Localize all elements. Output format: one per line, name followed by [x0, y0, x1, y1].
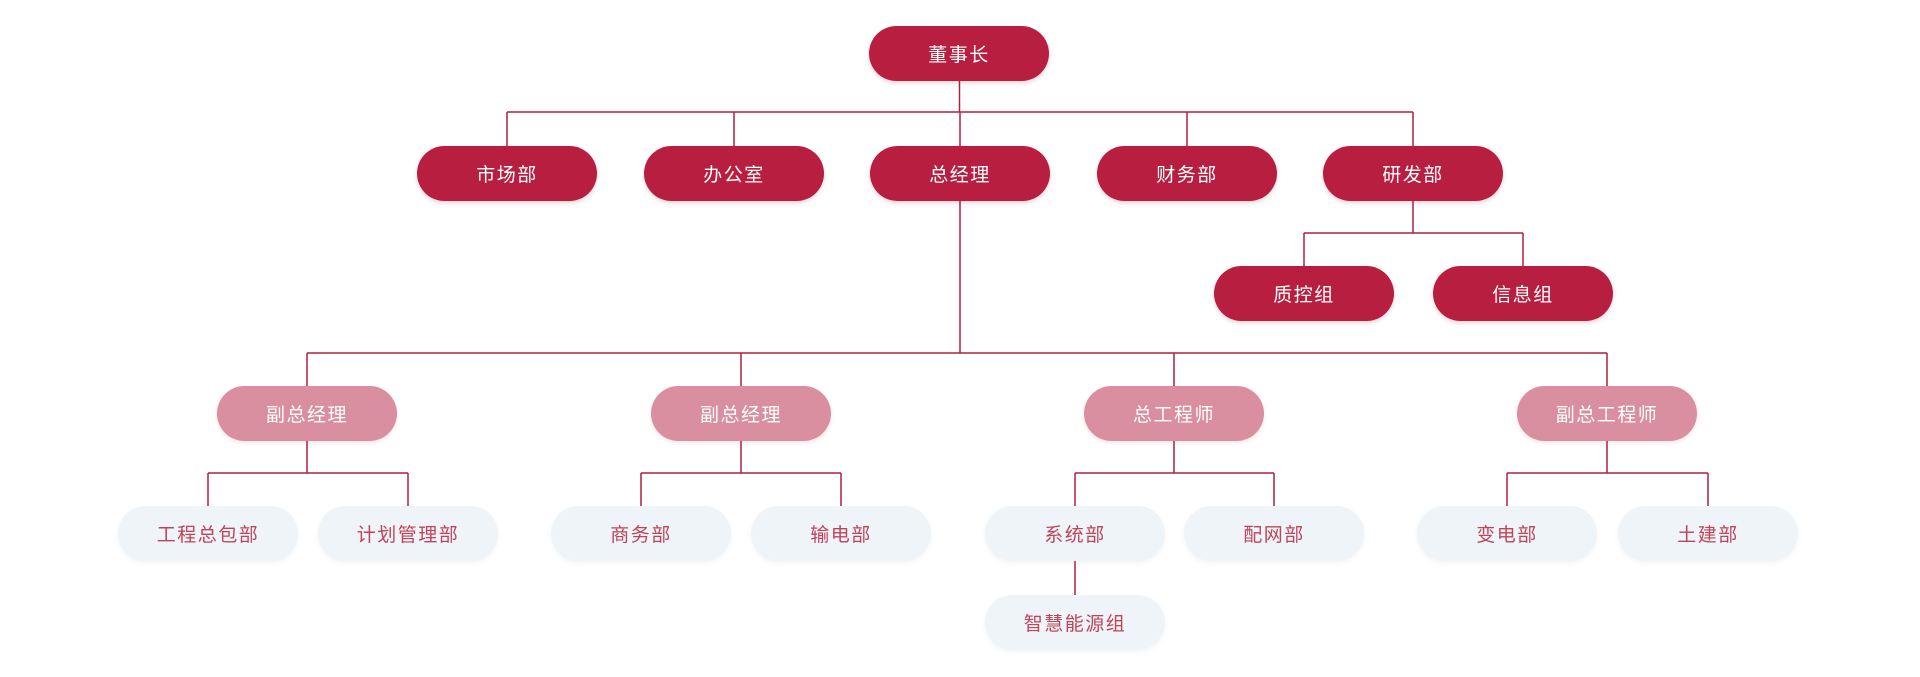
org-node-deputy-gm-1[interactable]: 副总经理: [217, 386, 397, 441]
org-node-general-manager[interactable]: 总经理: [870, 146, 1050, 201]
org-node-epc[interactable]: 工程总包部: [118, 506, 298, 561]
org-node-transmission[interactable]: 输电部: [751, 506, 931, 561]
org-node-chairman[interactable]: 董事长: [869, 26, 1049, 81]
org-node-quality-control[interactable]: 质控组: [1214, 266, 1394, 321]
org-node-civil[interactable]: 土建部: [1618, 506, 1798, 561]
org-node-smart-energy[interactable]: 智慧能源组: [985, 595, 1165, 650]
org-node-deputy-chief-engineer[interactable]: 副总工程师: [1517, 386, 1697, 441]
org-node-rnd[interactable]: 研发部: [1323, 146, 1503, 201]
org-node-chief-engineer[interactable]: 总工程师: [1084, 386, 1264, 441]
org-node-substation[interactable]: 变电部: [1417, 506, 1597, 561]
org-node-office[interactable]: 办公室: [644, 146, 824, 201]
org-node-commerce[interactable]: 商务部: [551, 506, 731, 561]
org-node-deputy-gm-2[interactable]: 副总经理: [651, 386, 831, 441]
org-node-planning[interactable]: 计划管理部: [318, 506, 498, 561]
org-node-information[interactable]: 信息组: [1433, 266, 1613, 321]
org-node-distribution[interactable]: 配网部: [1184, 506, 1364, 561]
org-node-finance[interactable]: 财务部: [1097, 146, 1277, 201]
org-node-system[interactable]: 系统部: [985, 506, 1165, 561]
org-node-marketing[interactable]: 市场部: [417, 146, 597, 201]
